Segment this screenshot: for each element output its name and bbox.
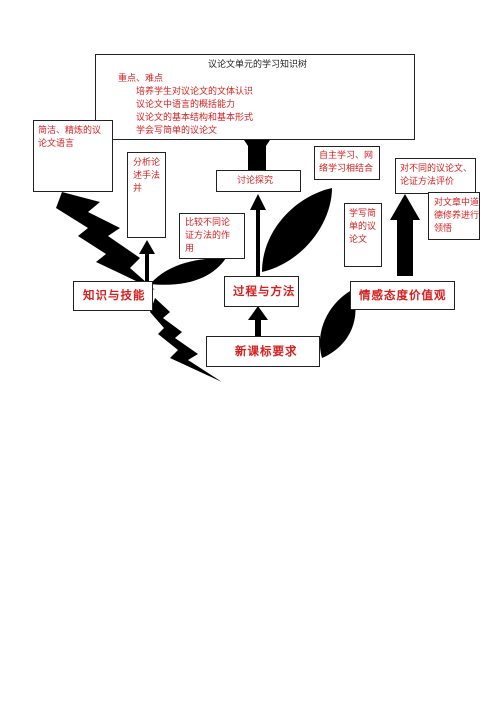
lightning-bolt-top — [56, 192, 155, 290]
analysis-line: 并 — [133, 184, 143, 194]
concise-language-box: 简洁、精炼的议 论文语言 — [33, 120, 113, 192]
leaf-process — [262, 188, 332, 272]
analysis-line: 分析论 — [133, 158, 161, 168]
leaf-emotion — [319, 290, 356, 358]
write-simple-line: 论文 — [349, 235, 368, 245]
analysis-box: 分析论 述手法 并 — [127, 152, 166, 238]
moral-line: 对文章中道 — [434, 198, 480, 208]
key-point-item: 培养学生对议论文的文体认识 — [136, 87, 254, 97]
compare-line: 用 — [185, 244, 195, 254]
moral-box: 对文章中道 德修养进行 领悟 — [428, 192, 480, 240]
arrow-up-analysis — [139, 240, 155, 254]
concise-language-line: 论文语言 — [38, 139, 75, 149]
write-simple-line: 单的议 — [349, 222, 377, 232]
self-study-line: 自主学习、网 — [319, 151, 374, 161]
connector-block — [248, 140, 266, 172]
moral-line: 德修养进行 — [434, 211, 480, 221]
knowledge-tree-box: 议论文单元的学习知识树 重点、难点 培养学生对议论文的文体认识 议论文中语言的概… — [95, 54, 415, 140]
evaluate-box: 对不同的议论文、 论证方法评价 — [395, 158, 476, 194]
self-study-line: 络学习相结合 — [319, 164, 374, 174]
discussion-box: 讨论探究 — [216, 170, 301, 192]
knowledge-skills-box: 知识与技能 — [73, 281, 153, 311]
arrow-up-discussion — [250, 194, 266, 210]
emotion-values-box: 情感态度价值观 — [350, 281, 455, 310]
emotion-values-label: 情感态度价值观 — [359, 288, 447, 302]
process-method-label: 过程与方法 — [233, 284, 296, 298]
compare-line: 证方法的作 — [185, 231, 231, 241]
process-method-box: 过程与方法 — [224, 276, 299, 307]
key-point-item: 议论文中语言的概括能力 — [136, 100, 236, 110]
key-points-heading: 重点、难点 — [118, 74, 164, 84]
arrow-up-evaluate — [390, 194, 420, 220]
self-study-box: 自主学习、网 络学习相结合 — [314, 146, 380, 180]
key-point-item: 议论文的基本结构和基本形式 — [136, 113, 254, 123]
moral-line: 领悟 — [434, 224, 453, 234]
arrow-up-process — [248, 306, 268, 320]
compare-line: 比较不同论 — [185, 218, 231, 228]
discussion-label: 讨论探究 — [237, 176, 274, 186]
leaf-knowledge — [150, 258, 226, 285]
key-point-item: 学会写简单的议论文 — [136, 126, 218, 136]
analysis-line: 述手法 — [133, 171, 161, 181]
evaluate-line: 对不同的议论文、 — [400, 164, 473, 174]
compare-box: 比较不同论 证方法的作 用 — [179, 213, 245, 259]
knowledge-skills-label: 知识与技能 — [83, 288, 146, 302]
concise-language-line: 简洁、精炼的议 — [38, 126, 102, 136]
evaluate-line: 论证方法评价 — [400, 177, 455, 187]
lightning-bolt-bottom — [150, 298, 222, 382]
knowledge-tree-title: 议论文单元的学习知识树 — [208, 60, 308, 70]
write-simple-line: 学写简 — [349, 209, 377, 219]
write-simple-box: 学写简 单的议 论文 — [344, 203, 382, 267]
new-standard-label: 新课标要求 — [235, 344, 298, 358]
new-standard-box: 新课标要求 — [206, 336, 320, 367]
